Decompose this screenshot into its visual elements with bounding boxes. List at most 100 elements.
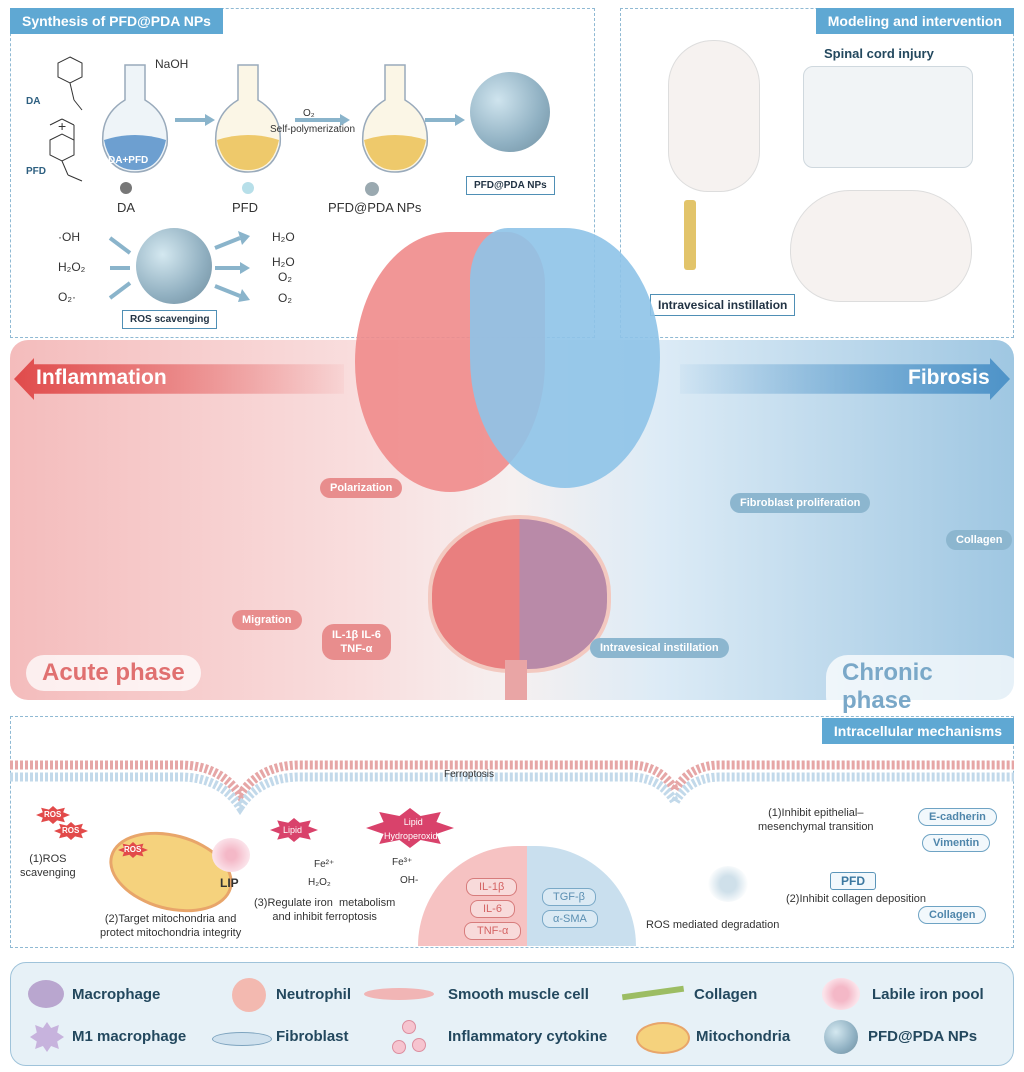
nps-icon <box>824 1020 858 1054</box>
ros-scav-text: (1)ROS scavenging <box>20 852 76 880</box>
ros-arrows <box>108 231 250 302</box>
instill-pill: Intravesical instillation <box>590 638 729 658</box>
molecule-structures <box>49 56 83 182</box>
legend-panel <box>10 962 1014 1066</box>
lipid-hp-text: Lipid Hydroperoxide <box>384 815 443 843</box>
cytokine-text: IL-1β IL-6 TNF-α <box>332 629 381 655</box>
naoh-label: NaOH <box>155 57 189 71</box>
lipid-hp-badge <box>366 808 454 848</box>
ros-scav: (1)ROS scavenging <box>20 853 76 879</box>
ros-h2o2: H₂O₂ <box>58 260 86 274</box>
cytokine-icon <box>392 1020 428 1054</box>
under-da: DA <box>117 200 136 215</box>
flask-pfd <box>214 64 282 173</box>
instill-box-label: Intravesical instillation <box>650 294 796 316</box>
legend-mito: Mitochondria <box>696 1028 791 1045</box>
self-poly-label: Self-polymerization <box>270 124 356 135</box>
fib-prolif-pill: Fibroblast proliferation <box>730 493 871 513</box>
ros-text-3: ROS <box>124 845 142 854</box>
regulate-text: (3)Regulate iron metabolism and inhibit … <box>254 896 395 924</box>
legend-lip: Labile iron pool <box>872 986 984 1003</box>
lip-cluster <box>212 838 250 872</box>
lip-icon <box>822 978 860 1010</box>
ecad-marker: E-cadherin <box>918 808 997 826</box>
mito-icon <box>636 1022 690 1054</box>
tgfb-marker: TGF-β <box>542 888 596 906</box>
cytokine-pill: IL-1β IL-6 TNF-α <box>322 624 391 660</box>
asma-marker: α-SMA <box>542 910 598 928</box>
legend-nps: PFD@PDA NPs <box>868 1028 978 1045</box>
legend-fibroblast: Fibroblast <box>276 1028 349 1045</box>
il6-marker: IL-6 <box>470 900 515 918</box>
fe3-text: Fe³⁺ <box>392 857 413 868</box>
cytokine-dot-2 <box>392 1040 406 1054</box>
rat-lying <box>790 190 972 302</box>
collagen-pill: Collagen <box>946 530 1013 550</box>
ros-text-2: ROS <box>62 826 80 835</box>
fibroblast-icon <box>212 1032 272 1046</box>
synthesis-header: Synthesis of PFD@PDA NPs <box>10 8 223 34</box>
oh-text: OH- <box>400 875 419 886</box>
pfd-text: PFD <box>841 874 865 888</box>
ros-oh: ·OH <box>58 230 80 244</box>
pfd-label: PFD <box>26 166 46 177</box>
cell-membrane <box>10 760 1014 815</box>
ros-deg-text: ROS mediated degradation <box>646 919 780 931</box>
m1-macrophage-icon <box>30 1022 64 1052</box>
ros-box-label: ROS scavenging <box>122 310 218 329</box>
ros-badge-1 <box>36 806 70 824</box>
modeling-header: Modeling and intervention <box>815 8 1014 34</box>
urethra <box>505 660 527 700</box>
o2-label: O₂ <box>303 108 315 119</box>
inflammation-label: Inflammation <box>36 366 167 389</box>
sci-label: Spinal cord injury <box>824 46 934 61</box>
da-bead-icon <box>120 182 132 194</box>
il1b-marker: IL-1β <box>466 878 518 896</box>
inhibit-col-text: (2)Inhibit collagen deposition <box>786 893 927 905</box>
acute-phase-label: Acute phase <box>26 655 201 691</box>
da-label: DA <box>26 96 41 107</box>
neutrophil-icon <box>232 978 266 1012</box>
under-pfd: PFD <box>232 200 258 215</box>
regulate: (3)Regulate iron metabolism and inhibit … <box>254 897 396 923</box>
smooth-muscle-icon <box>364 988 434 1000</box>
legend-m1: M1 macrophage <box>72 1028 187 1045</box>
legend-neutrophil: Neutrophil <box>276 986 351 1003</box>
cytokine-dot-1 <box>402 1020 416 1034</box>
pfd-pda-np-sphere <box>470 72 550 152</box>
plus-sign: + <box>58 118 67 134</box>
prod-h2o-1: H₂O <box>272 230 295 244</box>
lip-text: LIP <box>220 876 239 890</box>
syringe <box>684 200 696 270</box>
legend-macrophage: Macrophage <box>72 986 161 1003</box>
ros-badge-3 <box>118 842 148 858</box>
bladder <box>428 515 611 673</box>
fibrosis-arrow <box>680 358 1010 400</box>
degrading-np <box>708 866 748 902</box>
legend-cytokine: Inflammatory cytokine <box>448 1028 608 1045</box>
synthesis-arrows <box>175 114 465 126</box>
macrophage-icon <box>28 980 64 1008</box>
nps-bead-icon <box>365 182 379 196</box>
sci-inset <box>803 66 973 168</box>
prod-h2o-2: H₂O <box>272 255 295 269</box>
emt-text: (1)Inhibit epithelial– mesenchymal trans… <box>758 806 874 834</box>
prod-o2-2: O₂ <box>278 291 292 305</box>
inflammation-arrow <box>14 358 344 400</box>
flask1-label: DA+PFD <box>108 155 149 166</box>
ferroptosis-label: Ferroptosis <box>444 769 495 780</box>
fibrosis-label: Fibrosis <box>908 366 990 389</box>
mechanisms-header: Intracellular mechanisms <box>821 718 1014 744</box>
yin-yang-blue <box>470 228 660 488</box>
flask-nps <box>361 64 429 173</box>
lipid-hp: Lipid Hydroperoxide <box>384 817 443 841</box>
legend-collagen: Collagen <box>694 986 758 1003</box>
ros-badge-2 <box>54 822 88 840</box>
flask-da-pfd <box>101 64 169 173</box>
mechanisms-panel <box>10 716 1014 948</box>
under-nps: PFD@PDA NPs <box>328 200 422 215</box>
ros-text-1: ROS <box>44 810 62 819</box>
fe2-text: Fe²⁺ <box>314 859 335 870</box>
collagen-marker: Collagen <box>918 906 987 924</box>
emt: (1)Inhibit epithelial– mesenchymal trans… <box>758 807 874 833</box>
